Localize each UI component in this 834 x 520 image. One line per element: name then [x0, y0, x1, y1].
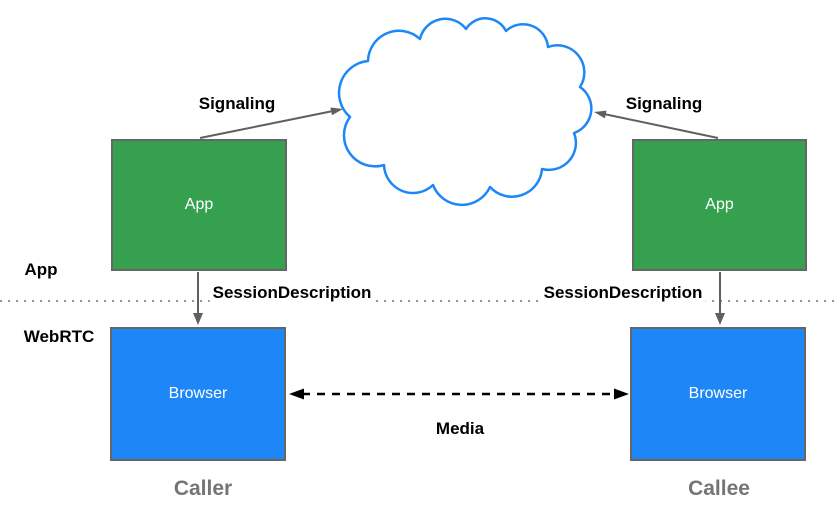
caller-app-box: App	[111, 139, 287, 271]
caller-browser-box: Browser	[110, 327, 286, 461]
callee-browser-box: Browser	[630, 327, 806, 461]
caller-browser-box-label: Browser	[168, 385, 228, 402]
caller-app-box-label: App	[184, 196, 214, 213]
caller-sessiondescription-label: SessionDescription	[209, 283, 375, 303]
caller-signaling-arrow	[199, 107, 343, 139]
caller-caption: Caller	[173, 477, 233, 500]
caller-signaling-label: Signaling	[198, 94, 276, 113]
media-label: Media	[435, 419, 485, 438]
callee-browser-box-label: Browser	[688, 385, 748, 402]
callee-app-box-label: App	[705, 196, 734, 213]
callee-caption: Callee	[688, 477, 750, 500]
callee-sessiondescription-arrow	[715, 272, 725, 325]
media-arrow	[289, 388, 629, 400]
zone-label-webrtc: WebRTC	[23, 327, 95, 346]
callee-signaling-arrow	[594, 110, 719, 139]
signaling-cloud-shape	[337, 17, 593, 207]
callee-signaling-label: Signaling	[625, 94, 703, 113]
callee-sessiondescription-label: SessionDescription	[540, 283, 706, 303]
callee-app-box: App	[632, 139, 807, 271]
caller-sessiondescription-arrow	[193, 272, 203, 325]
zone-label-app: App	[24, 260, 58, 279]
